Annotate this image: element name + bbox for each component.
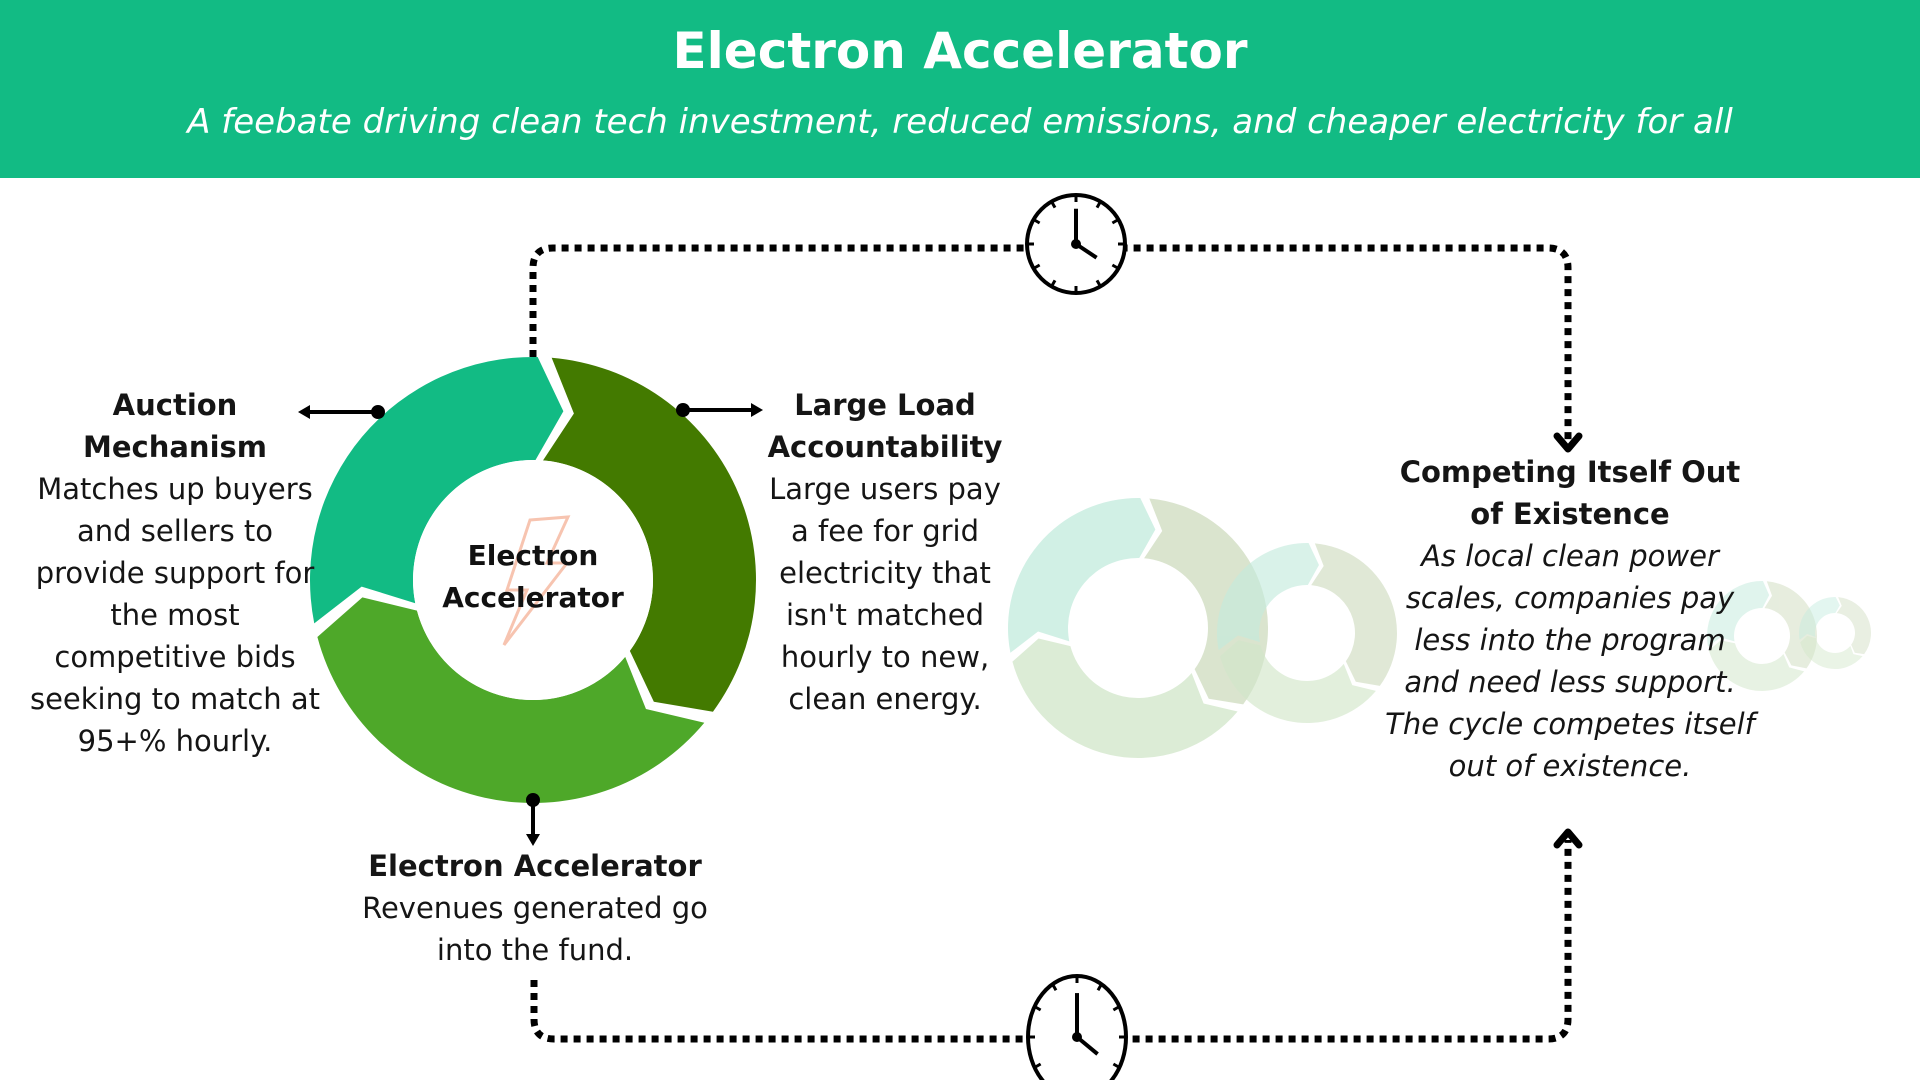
faded-segment [1799,597,1840,640]
arrow-to-fund [526,793,540,846]
clock-tick [1112,1005,1120,1012]
clock-pivot [1071,239,1081,249]
large-load-body: Large users pay a fee for grid electrici… [769,472,1001,716]
large-load-heading: Large Load Accountability [767,388,1003,464]
large-load-block: Large Load Accountability Large users pa… [757,384,1013,720]
clock-tick [1050,279,1057,287]
lightning-bolt-icon [502,515,571,646]
arrowhead-right-icon [751,403,763,417]
arrow-to-auction [298,405,385,419]
auction-mechanism-block: Auction Mechanism Matches up buyers and … [22,384,328,762]
clock-tick [1051,984,1058,991]
main-cycle-ring [310,357,757,803]
faded-cycle-rings [1008,498,1871,759]
compete-body: As local clean power scales, companies p… [1385,539,1755,783]
clock-tick [1112,1062,1120,1069]
compete-block: Competing Itself Out of Existence As loc… [1385,451,1755,787]
header-banner: Electron Accelerator A feebate driving c… [0,0,1920,178]
fund-body: Revenues generated go into the fund. [362,891,708,967]
clock-icon [1026,974,1128,1080]
arrow-to-large-load [676,403,763,417]
clock-pivot [1072,1032,1082,1042]
dotted-loop-connector [529,244,1572,1043]
faded-segment [1220,640,1376,724]
clock-tick [1034,1062,1042,1069]
clock-tick [1095,201,1102,209]
page-title: Electron Accelerator [672,22,1248,80]
faded-segment [1012,638,1238,759]
clock-tick [1111,218,1119,225]
auction-heading: Auction Mechanism [83,388,267,464]
auction-body: Matches up buyers and sellers to provide… [29,472,321,758]
compete-heading: Competing Itself Out of Existence [1399,455,1741,531]
fund-block: Electron Accelerator Revenues generated … [330,845,740,971]
faded-ring [1799,597,1871,670]
cycle-segment [543,357,757,712]
arrowhead-left-icon [298,405,310,419]
clock-tick [1033,263,1041,270]
faded-segment [1800,635,1863,670]
faded-segment [1217,543,1319,651]
faded-ring [1707,581,1818,692]
cycle-segment [310,357,564,624]
faded-segment [1311,543,1398,686]
arrowhead-down-small-icon [526,834,540,846]
faded-segment [1008,498,1156,653]
fund-heading: Electron Accelerator [368,849,702,883]
faded-segment [1836,597,1871,655]
faded-ring [1217,543,1398,724]
clock-tick [1111,263,1119,270]
faded-segment [1708,640,1805,692]
cycle-center-label: Electron Accelerator [442,539,624,614]
clock-tick [1050,201,1057,209]
clock-icon [1025,193,1127,295]
cycle-segment [317,597,705,803]
arrowhead-up-icon [1553,828,1583,849]
clock-tick [1095,279,1102,287]
ring-center-disc [413,460,653,700]
dotted-line-top [529,244,1572,440]
clock-tick [1033,218,1041,225]
clock-tick [1096,984,1103,991]
faded-segment [1707,581,1770,647]
page-subtitle: A feebate driving clean tech investment,… [187,102,1733,142]
faded-segment [1764,581,1818,669]
clock-tick [1034,1005,1042,1012]
arrowhead-down-icon [1553,432,1583,453]
